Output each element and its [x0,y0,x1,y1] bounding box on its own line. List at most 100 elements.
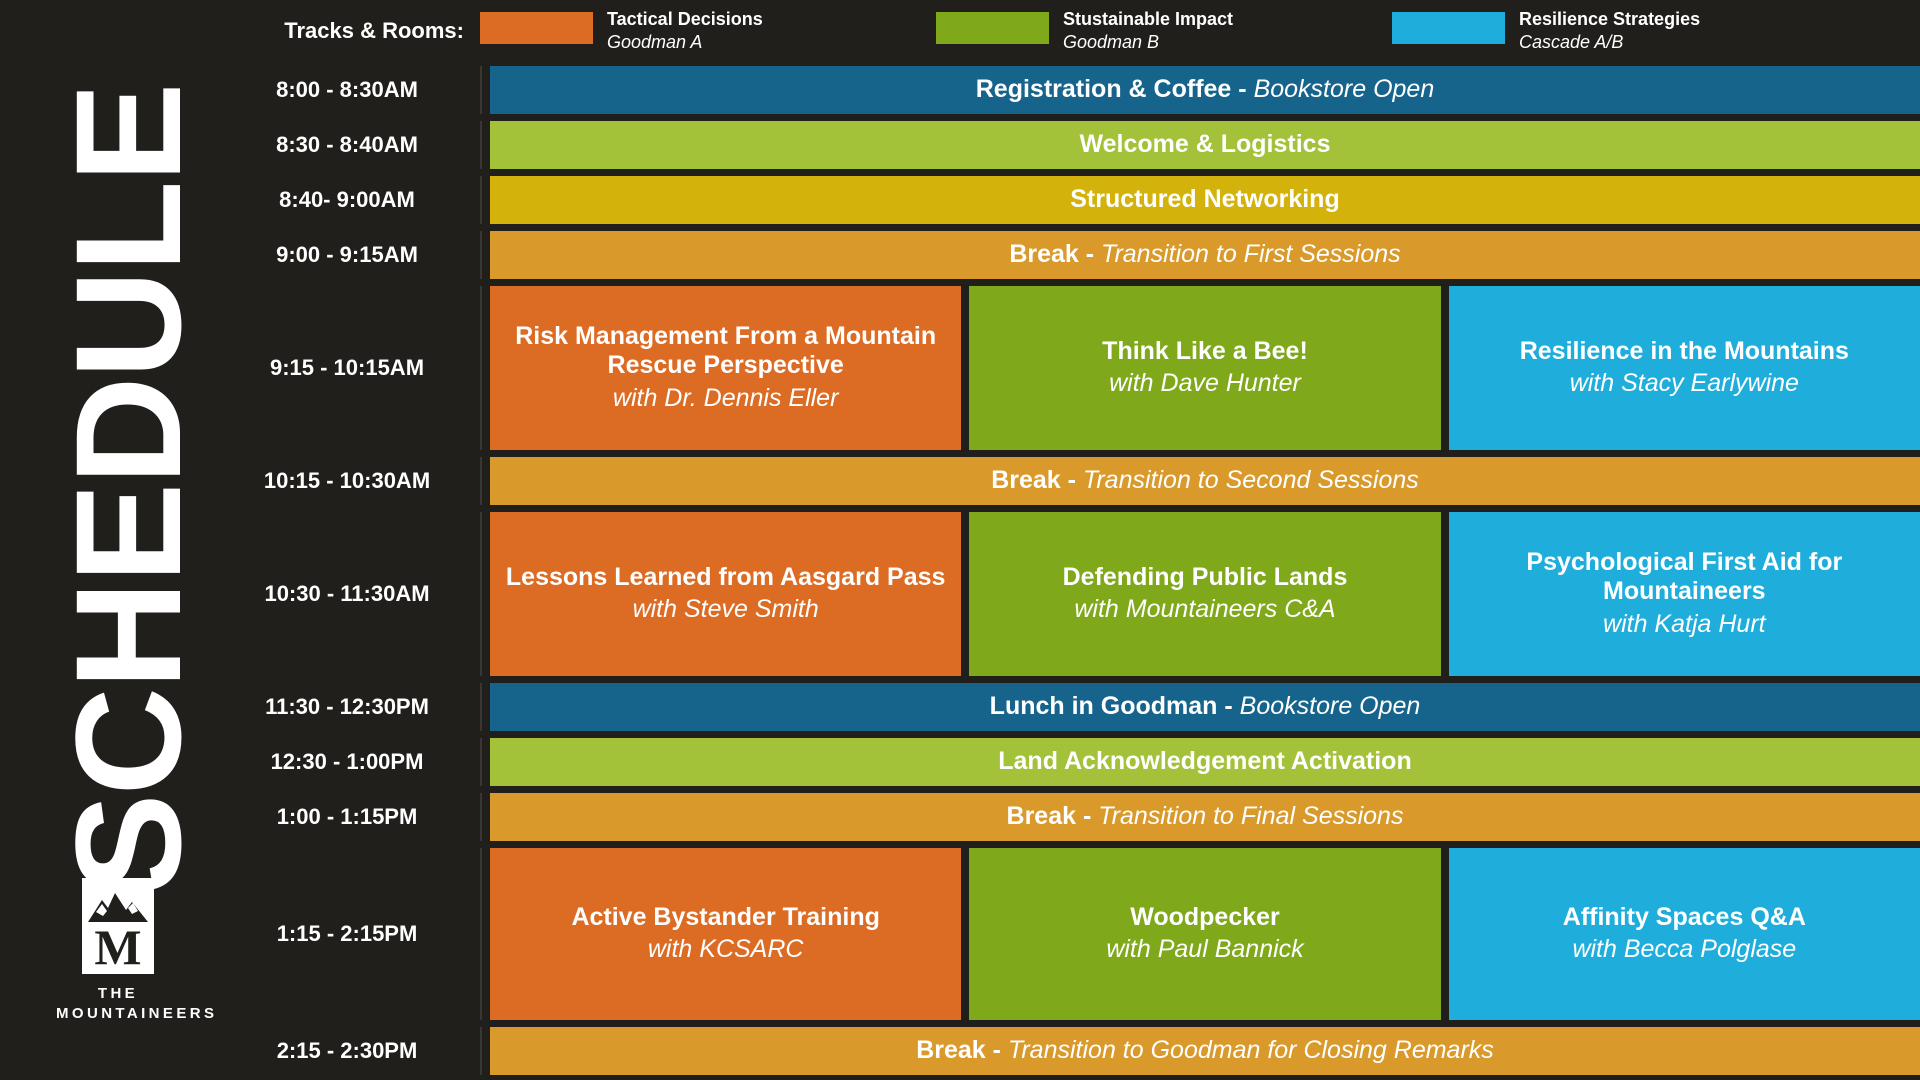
legend-track-name: Resilience Strategies [1519,9,1701,29]
title-separator: - [985,1036,1008,1065]
row-bars: Active Bystander Training with KCSARC Wood… [480,848,1920,1020]
session-subtitle: Transition to Goodman for Closing Remark… [1007,1036,1494,1065]
schedule-block-full[interactable]: Break - Transition to Second Sessions [490,457,1920,505]
time-label: 10:30 - 11:30AM [264,581,430,606]
schedule-row: 2:15 - 2:30PM Break - Transition to Goodm… [228,1027,1920,1075]
time-label: 9:15 - 10:15AM [269,355,425,380]
session-title: Break - Transition to Goodman for Closin… [916,1036,1494,1065]
schedule-row: 8:40- 9:00AM Structured Networking [228,176,1920,224]
session-subtitle: Transition to Second Sessions [1082,466,1419,495]
session-presenter: with Dave Hunter [1109,369,1301,398]
schedule-rows: 8:00 - 8:30AM Registration & Coffee - Boo… [228,66,1920,1080]
time-label: 8:00 - 8:30AM [276,77,418,102]
session-title: Risk Management From a Mountain Rescue P… [515,321,937,380]
session-title: Break - Transition to Final Sessions [1006,802,1404,831]
title-separator: - [1078,240,1102,269]
svg-text:M: M [94,919,141,974]
legend-color-swatch [936,12,1049,44]
row-bars: Structured Networking [480,176,1920,224]
session-block[interactable]: Woodpecker with Paul Bannick [969,848,1441,1020]
row-bars: Break - Transition to Second Sessions [480,457,1920,505]
session-presenter: with Mountaineers C&A [1074,595,1336,624]
session-presenter: with Paul Bannick [1106,935,1304,964]
session-presenter: with KCSARC [647,935,804,964]
legend-color-swatch [1392,12,1505,44]
legend-room-name: Cascade A/B [1519,31,1624,52]
time-label: 8:40- 9:00AM [279,187,415,212]
session-block[interactable]: Active Bystander Training with KCSARC [490,848,962,1020]
row-bars: Lessons Learned from Aasgard Pass with St… [480,512,1920,676]
schedule-block-full[interactable]: Break - Transition to Final Sessions [490,793,1920,841]
time-label: 11:30 - 12:30PM [265,694,429,719]
logo-line-the: THE [97,984,139,1002]
schedule-block-full[interactable]: Structured Networking [490,176,1920,224]
schedule-row: 1:15 - 2:15PM Active Bystander Training wi… [228,848,1920,1020]
legend-room-name: Goodman B [1063,31,1160,52]
session-subtitle: Bookstore Open [1253,75,1435,104]
session-title: Welcome & Logistics [1079,130,1331,159]
session-presenter: with Steve Smith [632,595,819,624]
schedule-row: 9:15 - 10:15AM Risk Management From a Mou… [228,286,1920,450]
schedule-block-full[interactable]: Lunch in Goodman - Bookstore Open [490,683,1920,731]
session-title: Think Like a Bee! [1102,336,1308,365]
session-title: Resilience in the Mountains [1519,336,1849,365]
row-bars: Welcome & Logistics [480,121,1920,169]
left-rail: SCHEDULE M THE MOUNTAINEERS [0,0,228,1080]
time-label: 1:15 - 2:15PM [276,921,418,946]
session-block[interactable]: Lessons Learned from Aasgard Pass with St… [490,512,962,676]
logo-line-mountaineers: MOUNTAINEERS [56,1004,218,1022]
session-subtitle: Transition to First Sessions [1101,240,1401,269]
time-label: 10:15 - 10:30AM [263,468,431,493]
session-title: Break - Transition to Second Sessions [991,466,1419,495]
time-label: 9:00 - 9:15AM [276,242,418,267]
session-title: Lunch in Goodman - Bookstore Open [989,692,1421,721]
session-presenter: with Katja Hurt [1603,609,1766,638]
schedule-block-full[interactable]: Land Acknowledgement Activation [490,738,1920,786]
time-label: 1:00 - 1:15PM [276,804,418,829]
row-bars: Break - Transition to First Sessions [480,231,1920,279]
session-title: Active Bystander Training [571,902,880,931]
schedule-block-full[interactable]: Welcome & Logistics [490,121,1920,169]
brand-logo: M THE MOUNTAINEERS [56,877,218,1025]
legend-track-name: Tactical Decisions [607,9,763,29]
session-block[interactable]: Think Like a Bee! with Dave Hunter [969,286,1441,450]
legend-track-name: Stustainable Impact [1063,9,1234,29]
session-block[interactable]: Resilience in the Mountains with Stacy Ea… [1448,286,1920,450]
session-subtitle: Transition to Final Sessions [1098,802,1404,831]
session-title: Psychological First Aid for Mountaineers [1526,547,1843,606]
time-label: 12:30 - 1:00PM [270,749,424,774]
session-title: Lessons Learned from Aasgard Pass [505,562,946,591]
schedule-block-full[interactable]: Break - Transition to Goodman for Closin… [490,1027,1920,1075]
schedule-row: 10:15 - 10:30AM Break - Transition to Sec… [228,457,1920,505]
schedule-row: 9:00 - 9:15AM Break - Transition to First… [228,231,1920,279]
schedule-block-full[interactable]: Registration & Coffee - Bookstore Open [490,66,1920,114]
schedule-row: 1:00 - 1:15PM Break - Transition to Final… [228,793,1920,841]
row-bars: Lunch in Goodman - Bookstore Open [480,683,1920,731]
title-separator: - [1217,692,1240,721]
time-label: 2:15 - 2:30PM [276,1038,418,1063]
schedule-row: 12:30 - 1:00PM Land Acknowledgement Activ… [228,738,1920,786]
schedule-block-full[interactable]: Break - Transition to First Sessions [490,231,1920,279]
title-separator: - [1060,466,1083,495]
row-bars: Break - Transition to Final Sessions [480,793,1920,841]
schedule-row: 8:00 - 8:30AM Registration & Coffee - Boo… [228,66,1920,114]
session-block[interactable]: Risk Management From a Mountain Rescue P… [490,286,962,450]
session-block[interactable]: Psychological First Aid for Mountaineers… [1448,512,1920,676]
session-title: Woodpecker [1130,902,1280,931]
title-separator: - [1076,802,1099,831]
session-title: Land Acknowledgement Activation [998,747,1412,776]
legend-color-swatch [480,12,593,44]
session-presenter: with Stacy Earlywine [1569,369,1799,398]
